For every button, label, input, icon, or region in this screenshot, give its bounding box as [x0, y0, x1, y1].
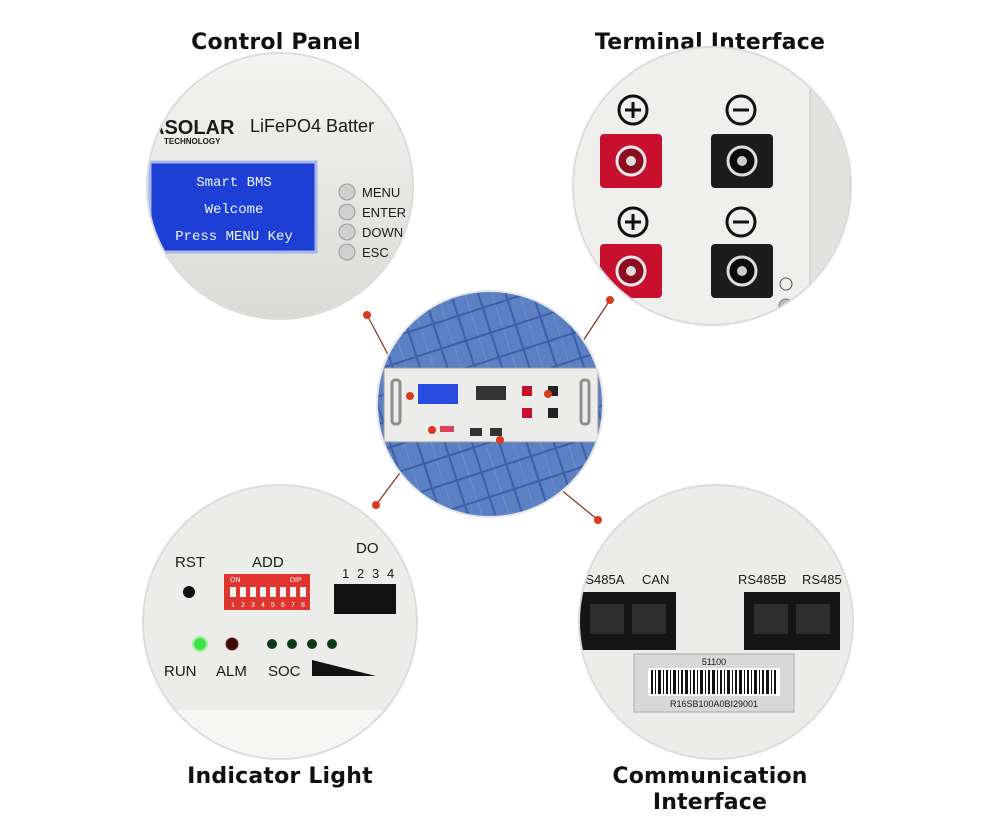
enter-label: ENTER: [362, 205, 406, 220]
menu-label: MENU: [362, 185, 400, 200]
dip-number: 5: [271, 602, 275, 609]
barcode-bars: [651, 670, 776, 694]
center-battery-view: [376, 290, 604, 518]
handle-right: [579, 378, 591, 426]
soc-label: SOC: [268, 663, 301, 680]
barcode-bottom-text: R16SB100A0BI29001: [670, 699, 758, 709]
barcode-label: 51100: [633, 653, 795, 713]
down-button[interactable]: [338, 223, 356, 241]
run-led: [192, 636, 208, 652]
soc-led: [287, 639, 297, 649]
warning-text: Max Test: [757, 321, 785, 328]
down-label: DOWN: [362, 225, 403, 240]
enter-button[interactable]: [338, 203, 356, 221]
terminal-interface-view: Max Test: [572, 46, 852, 328]
port-label-rs485b: RS485B: [738, 572, 786, 587]
negative-terminal-bottom: [711, 244, 773, 298]
run-label: RUN: [164, 663, 197, 680]
marker-dot: [496, 436, 504, 444]
title-indicator-light: Indicator Light: [187, 764, 373, 789]
plus-sign-icon: [617, 94, 649, 126]
esc-button[interactable]: [338, 243, 356, 261]
mini-lcd: [418, 384, 458, 404]
marker-dot: [363, 311, 371, 319]
dip-switch[interactable]: ON DIP 1 2 3 4 5 6 7 8: [224, 574, 310, 610]
marker-dot: [594, 516, 602, 524]
ground-icon: [779, 277, 793, 291]
dip-label: DIP: [290, 577, 302, 584]
brand-logo-text: ASOLAR: [150, 117, 235, 139]
do-number: 1: [342, 566, 349, 581]
rj45-port-left[interactable]: [580, 592, 676, 650]
alm-led: [225, 637, 239, 651]
dip-number: 8: [301, 602, 305, 609]
dip-number: 6: [281, 602, 285, 609]
soc-led: [307, 639, 317, 649]
rj45-port-right[interactable]: [744, 592, 840, 650]
marker-dot: [544, 390, 552, 398]
lcd-screen: [148, 160, 318, 254]
port-label-rs485: RS485: [802, 572, 842, 587]
battery-unit: [383, 367, 599, 443]
indicator-light-view: RST ADD ON DIP 1 2 3 4 5: [142, 484, 418, 760]
esc-label: ESC: [362, 245, 389, 260]
positive-terminal-bottom: [600, 244, 662, 298]
mini-port: [476, 386, 506, 400]
brand-sub-text: TECHNOLOGY: [164, 137, 221, 146]
marker-dot: [606, 296, 614, 304]
do-number: 3: [372, 566, 379, 581]
do-number: 4: [387, 566, 394, 581]
communication-interface-view: RS485A CAN RS485B RS485 51100: [576, 484, 854, 760]
barcode-top-text: 51100: [702, 657, 726, 667]
title-communication-interface: Communication Interface: [590, 764, 830, 816]
dip-number: 7: [291, 602, 295, 609]
model-text: LiFePO4 Batter: [250, 116, 374, 136]
marker-dot: [372, 501, 380, 509]
marker-dot: [406, 392, 414, 400]
lcd-line-2: Welcome: [205, 202, 264, 218]
port-label-rs485a: RS485A: [576, 572, 625, 587]
handle-left: [390, 378, 402, 426]
dip-number: 4: [261, 602, 265, 609]
dip-number: 2: [241, 602, 245, 609]
marker-dot: [428, 426, 436, 434]
minus-sign-icon: [725, 206, 757, 238]
plus-sign-icon: [617, 206, 649, 238]
dip-number: 1: [231, 602, 235, 609]
alm-label: ALM: [216, 663, 247, 680]
rst-label: RST: [175, 554, 205, 571]
minus-sign-icon: [725, 94, 757, 126]
lcd-line-1: Smart BMS: [196, 175, 272, 191]
reset-button[interactable]: [183, 586, 195, 598]
do-number: 2: [357, 566, 364, 581]
title-communication-line2: Interface: [652, 790, 768, 815]
positive-terminal-top: [600, 134, 662, 188]
title-communication-line1: Communication: [612, 764, 808, 789]
do-label: DO: [356, 540, 379, 557]
add-label: ADD: [252, 554, 284, 571]
dip-on-label: ON: [230, 577, 241, 584]
control-panel-view: ASOLAR TECHNOLOGY LiFePO4 Batter Smart B…: [146, 52, 414, 320]
soc-led: [327, 639, 337, 649]
negative-terminal-top: [711, 134, 773, 188]
dip-number: 3: [251, 602, 255, 609]
soc-ramp-icon: [312, 660, 376, 676]
lcd-line-3: Press MENU Key: [175, 229, 293, 245]
port-label-can: CAN: [642, 572, 669, 587]
menu-button[interactable]: [338, 183, 356, 201]
do-connector: [334, 584, 396, 614]
soc-led: [267, 639, 277, 649]
title-control-panel: Control Panel: [191, 30, 361, 55]
